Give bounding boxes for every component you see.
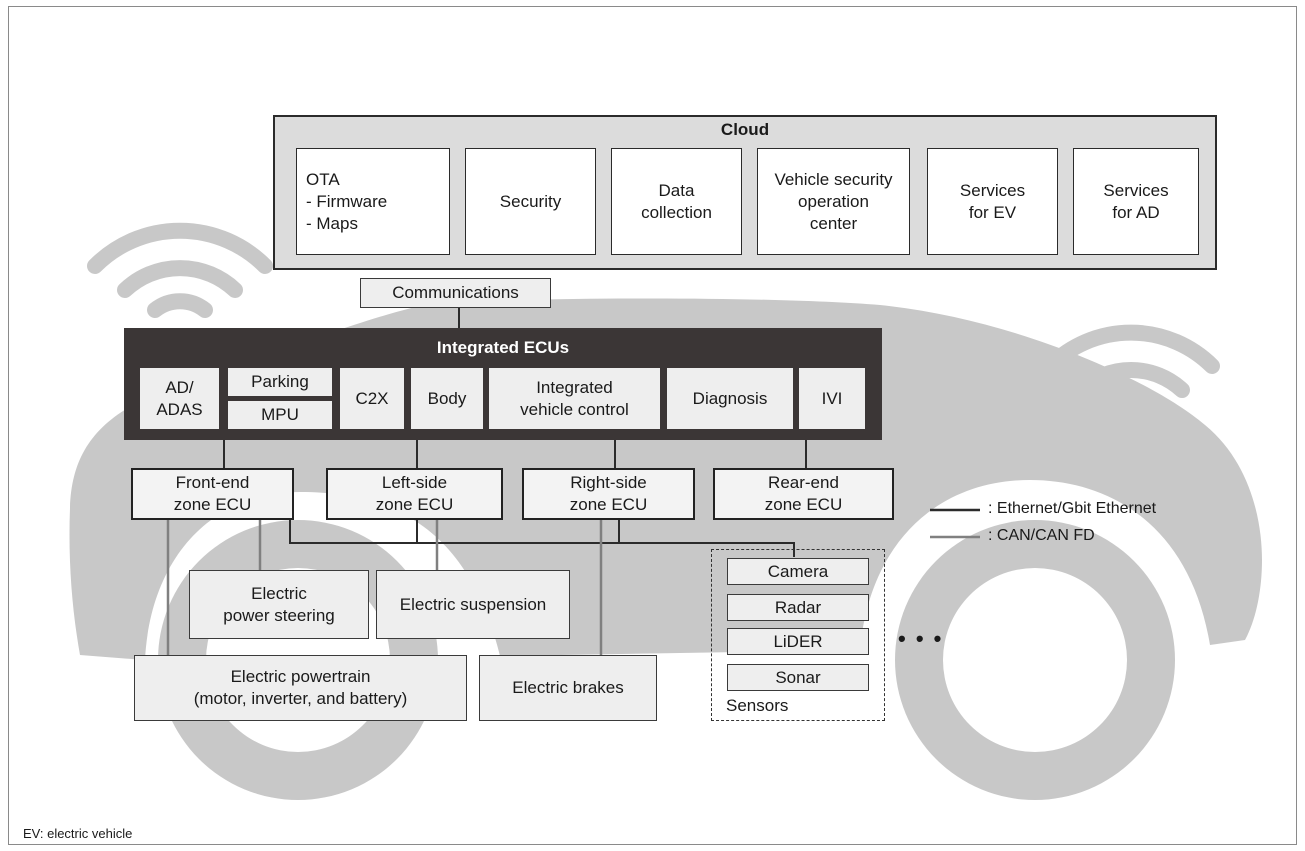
cloud-service-ev: Services for EV xyxy=(927,148,1058,255)
electric-power-steering: Electric power steering xyxy=(189,570,369,639)
electric-powertrain: Electric powertrain (motor, inverter, an… xyxy=(134,655,467,721)
sensors-group xyxy=(711,549,885,721)
zone-ecu-rear-end: Rear-end zone ECU xyxy=(713,468,894,520)
communications-box: Communications xyxy=(360,278,551,308)
ecu-body: Body xyxy=(411,368,483,429)
zone-ecu-front-end: Front-end zone ECU xyxy=(131,468,294,520)
ecu-ivi: IVI xyxy=(799,368,865,429)
cloud-service-ad: Services for AD xyxy=(1073,148,1199,255)
cloud-service-ota: OTA - Firmware - Maps xyxy=(296,148,450,255)
integrated-ecus-title: Integrated ECUs xyxy=(436,338,570,357)
rear-wheel xyxy=(895,520,1175,800)
ecu-integrated-vehicle-control: Integrated vehicle control xyxy=(489,368,660,429)
figure-frame xyxy=(8,6,1297,845)
ecu-parking: Parking xyxy=(228,368,332,396)
cloud-service-security: Security xyxy=(465,148,596,255)
sensor-sonar: Sonar xyxy=(727,664,869,691)
more-sensors-ellipsis: • • • xyxy=(898,626,944,651)
sensor-lider: LiDER xyxy=(727,628,869,655)
legend-can-label: : CAN/CAN FD xyxy=(988,527,1095,544)
wifi-icon xyxy=(1042,324,1220,418)
zone-ecu-left-side: Left-side zone ECU xyxy=(326,468,503,520)
cloud-title: Cloud xyxy=(720,120,770,139)
ecu-diagnosis: Diagnosis xyxy=(667,368,793,429)
can-links xyxy=(166,518,603,655)
wifi-icon xyxy=(87,222,273,318)
ecu-c2x: C2X xyxy=(340,368,404,429)
footnote: EV: electric vehicle xyxy=(23,826,133,841)
sensors-label: Sensors xyxy=(726,696,789,715)
cloud-service-data-collection: Data collection xyxy=(611,148,742,255)
legend-ethernet-label: : Ethernet/Gbit Ethernet xyxy=(988,500,1157,517)
ethernet-links xyxy=(223,306,807,557)
zone-ecu-right-side: Right-side zone ECU xyxy=(522,468,695,520)
electric-brakes: Electric brakes xyxy=(479,655,657,721)
sensor-camera: Camera xyxy=(727,558,869,585)
ecu-ad-adas: AD/ ADAS xyxy=(140,368,219,429)
sensor-radar: Radar xyxy=(727,594,869,621)
electric-suspension: Electric suspension xyxy=(376,570,570,639)
cloud-service-vsoc: Vehicle security operation center xyxy=(757,148,910,255)
ecu-mpu: MPU xyxy=(228,401,332,429)
